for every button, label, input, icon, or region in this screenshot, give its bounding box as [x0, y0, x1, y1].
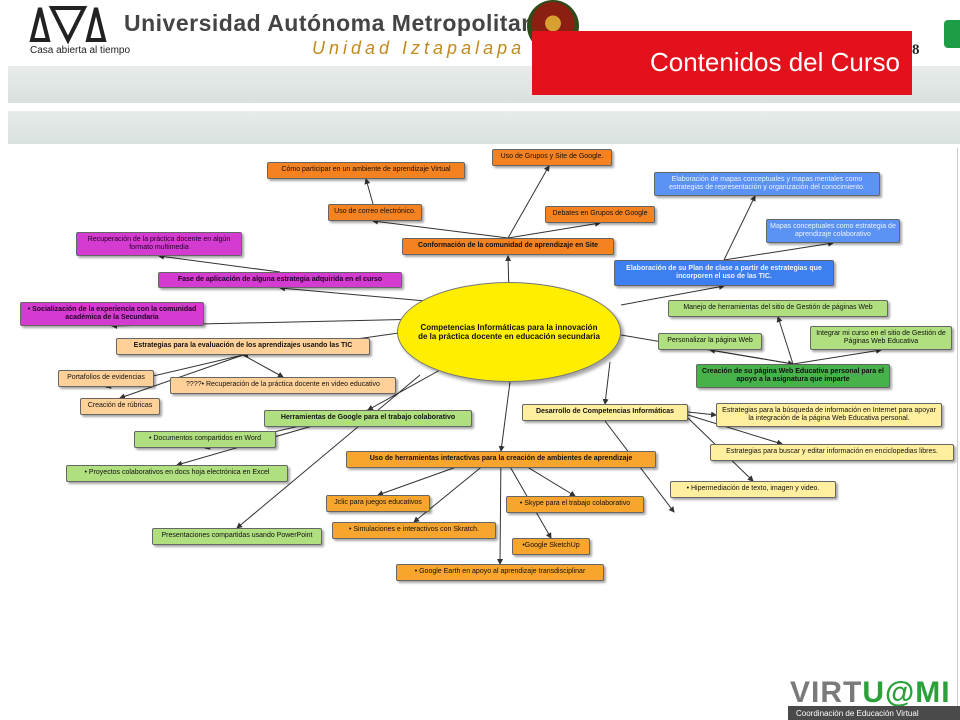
map-node-n33: • Hipermediación de texto, imagen y vide… [670, 481, 836, 498]
map-edge-26 [776, 316, 794, 365]
map-edge-15 [236, 374, 421, 529]
map-edge-1 [507, 165, 550, 239]
map-node-n21: •Google SketchUp [512, 538, 590, 555]
slide-title: Contenidos del Curso [649, 47, 900, 77]
uam-logo-icon [29, 6, 107, 44]
map-node-n5: Conformación de la comunidad de aprendiz… [402, 238, 614, 255]
map-node-n11: ????• Recuperación de la práctica docent… [170, 377, 396, 394]
map-edge-30 [687, 411, 717, 418]
map-node-n12: Creación de rúbricas [80, 398, 160, 415]
map-node-n24: Mapas conceptuales como estrategia de ap… [766, 219, 900, 243]
map-node-n18: Jclic para juegos educativos [326, 495, 430, 512]
map-node-n10: Portafolios de evidencias [58, 370, 154, 387]
map-edge-24 [723, 240, 834, 261]
map-node-n30: Desarrollo de Competencias Informáticas [522, 404, 688, 421]
map-node-n17: Uso de herramientas interactivas para la… [346, 451, 656, 468]
map-edge-16 [498, 381, 511, 452]
map-node-n27: Personalizar la página Web [658, 333, 762, 350]
map-node-n15: • Proyectos colaborativos en docs hoja e… [66, 465, 288, 482]
brand-prefix: VIRT [790, 676, 863, 709]
map-node-n6: Recuperación de la práctica docente en a… [76, 232, 242, 256]
map-node-n4: Debates en Grupos de Google [545, 206, 655, 223]
map-node-n22: • Google Earth en apoyo al aprendizaje t… [396, 564, 604, 581]
map-edge-6 [158, 253, 281, 273]
slide-number: 8 [912, 42, 920, 58]
map-node-n13: Herramientas de Google para el trabajo c… [264, 410, 472, 427]
map-edge-29 [602, 361, 611, 405]
divider [957, 148, 958, 708]
map-node-n23: Elaboración de mapas conceptuales y mapa… [654, 172, 880, 196]
map-node-n1: Cómo participar en un ambiente de aprend… [267, 162, 465, 179]
map-edge-3 [507, 220, 601, 239]
map-node-n8: • Socialización de la experiencia con la… [20, 302, 204, 326]
map-node-n20: • Simulaciones e interactivos con Skratc… [332, 522, 496, 539]
map-node-n16: Presentaciones compartidas usando PowerP… [152, 528, 322, 545]
map-node-n32: Estrategias para buscar y editar informa… [710, 444, 954, 461]
map-edge-12 [367, 369, 441, 411]
virtuami-logo: VIRTU@MI [790, 676, 951, 710]
university-name: Universidad Autónoma Metropolitana [124, 10, 550, 36]
brand-accent: U@MI [862, 676, 951, 709]
map-edge-28 [792, 347, 882, 365]
map-node-n7: Fase de aplicación de alguna estrategia … [158, 272, 402, 288]
map-node-n3: Uso de correo electrónico. [328, 204, 422, 221]
map-node-n28: Integrar mi curso en el sitio de Gestión… [810, 326, 952, 350]
map-node-n26: Manejo de herramientas del sitio de Gest… [668, 300, 888, 317]
header-bar-bottom [8, 111, 960, 144]
central-topic-node: Competencias Informáticas para la innova… [397, 282, 621, 382]
corner-tab [944, 20, 960, 48]
map-edge-23 [723, 195, 756, 261]
map-node-n31: Estrategias para la búsqueda de informac… [716, 403, 942, 427]
map-node-n19: • Skype para el trabajo colaborativo [506, 496, 644, 513]
map-edge-27 [709, 347, 794, 365]
map-node-n2: Uso de Grupos y Site de Google. [492, 149, 612, 166]
coordination-label: Coordinación de Educación Virtual [788, 706, 960, 720]
map-edge-2 [372, 218, 509, 239]
map-edge-31 [687, 414, 783, 446]
map-node-n9: Estrategias para la evaluación de los ap… [116, 338, 370, 355]
map-node-n29: Creación de su página Web Educativa pers… [696, 364, 890, 388]
slide-title-box: Contenidos del Curso [532, 31, 912, 95]
map-node-n14: • Documentos compartidos en Word [134, 431, 276, 448]
map-edge-21 [497, 450, 504, 565]
map-node-n25: Elaboración de su Plan de clase a partir… [614, 260, 834, 286]
university-tagline: Casa abierta al tiempo [30, 45, 131, 56]
map-edge-4 [364, 178, 374, 205]
map-edge-22 [620, 283, 725, 306]
map-edge-11 [119, 354, 244, 400]
map-edge-10 [242, 354, 284, 378]
university-unit: Unidad Iztapalapa [312, 38, 526, 58]
